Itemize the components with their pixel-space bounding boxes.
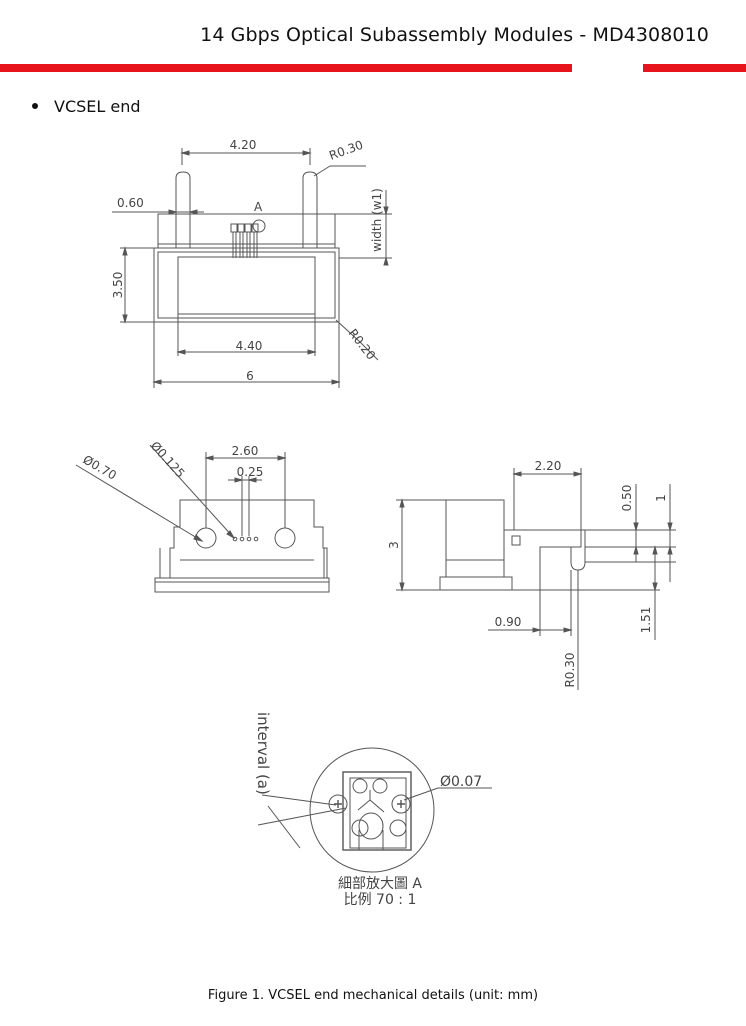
section-bullet-text: VCSEL end: [54, 97, 141, 116]
bullet-dot-icon: [32, 102, 38, 109]
detail-caption-scale: 比例 70 : 1: [344, 892, 417, 908]
document-title: 14 Gbps Optical Subassembly Modules - MD…: [200, 24, 709, 46]
dim-pitch: 0.25: [237, 465, 264, 479]
dim-hole-spacing: 2.60: [232, 444, 259, 458]
detail-a-label: A: [254, 200, 263, 214]
figure-caption: Figure 1. VCSEL end mechanical details (…: [207, 988, 539, 1003]
detail-view-a: interval (a) Ø0.07 細部放大圖 A 比例 70 : 1: [254, 712, 492, 908]
header-rule-right: [643, 64, 746, 72]
side-view-body: [445, 499, 505, 578]
front-view-base: [154, 577, 330, 593]
dim-top-pin-radius: R0.30: [327, 138, 365, 163]
dim-top-width: 4.20: [230, 138, 257, 152]
side-view-base: [439, 576, 513, 591]
top-view-body: [153, 247, 340, 323]
side-view-lead-frame: [504, 529, 582, 591]
dim-detail-diameter: Ø0.07: [440, 774, 482, 790]
dim-window-width: 4.40: [236, 339, 263, 353]
top-view-pin-right: [302, 171, 318, 249]
dim-interval: interval (a): [254, 712, 272, 795]
side-view-pin: [570, 529, 586, 571]
mechanical-drawing: 4.20 R0.30 0.60 A 3.50 width (w1) R0.20 …: [75, 138, 676, 908]
detail-a-marker-circle: [252, 219, 266, 233]
dim-corner-radius: R0.20: [346, 326, 379, 362]
front-view: Ø0.70 Ø0.125 2.60 0.25: [75, 439, 330, 593]
dim-overall-width: 6: [246, 369, 254, 383]
dim-width-w1: width (w1): [370, 188, 384, 252]
dim-side-height: 3: [387, 541, 401, 549]
dim-lead-thickness: 0.50: [620, 485, 634, 512]
top-view: 4.20 R0.30 0.60 A 3.50 width (w1) R0.20 …: [111, 138, 392, 388]
detail-caption-title: 細部放大圖 A: [338, 876, 422, 892]
dim-side-drop: 1.51: [639, 607, 653, 634]
dim-small-hole: Ø0.125: [148, 439, 188, 481]
header-rule-left: [0, 64, 572, 72]
detail-view-boundary: [309, 747, 435, 873]
dim-pin-offset: 0.60: [117, 196, 144, 210]
top-view-window: [177, 256, 316, 315]
top-view-pin-left: [175, 171, 191, 249]
side-view: 2.20 0.50 1 3 0.90 1.51 R0.30: [387, 459, 676, 690]
dim-one: 1: [654, 494, 668, 502]
dim-lead-length: 2.20: [535, 459, 562, 473]
dim-large-hole: Ø0.70: [81, 452, 119, 482]
dim-top-height: 3.50: [111, 272, 125, 299]
dim-side-radius: R0.30: [563, 652, 577, 687]
top-view-leads: [230, 223, 259, 258]
front-view-large-hole-right: [274, 527, 296, 549]
detail-view-lens: [358, 812, 384, 840]
section-bullet: VCSEL end: [32, 97, 141, 116]
dim-side-offset: 0.90: [495, 615, 522, 629]
